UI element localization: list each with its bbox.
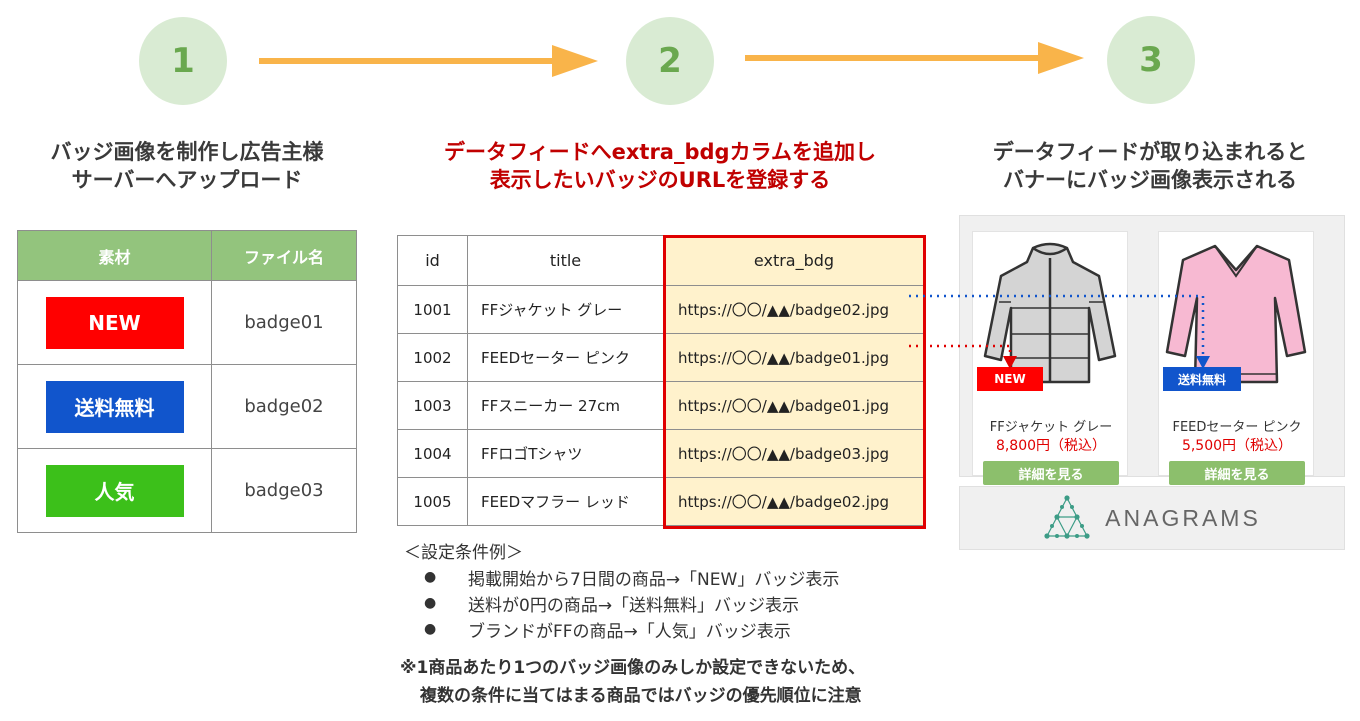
condition-text: 掲載開始から7日間の商品→「NEW」バッジ表示 — [468, 569, 840, 590]
banner-preview: NEW FFジャケット グレー 8,800円（税込） 詳細を見る 送料無料 FE… — [959, 215, 1345, 485]
title-cell: FEEDセーター ピンク — [467, 333, 664, 382]
filename-cell: badge02 — [211, 364, 357, 449]
conditions-heading: ＜設定条件例＞ — [404, 543, 523, 563]
step-3-circle: 3 — [1107, 16, 1195, 104]
sweater-icon — [1165, 244, 1307, 384]
step-1-title-line2: サーバーへアップロード — [71, 168, 303, 192]
title-cell: FFスニーカー 27cm — [467, 381, 664, 430]
conditions-list: ● 掲載開始から7日間の商品→「NEW」バッジ表示 ● 送料が0円の商品→「送料無料… — [424, 564, 839, 642]
condition-text: ブランドがFFの商品→「人気」バッジ表示 — [468, 621, 791, 642]
title-cell: FFロゴTシャツ — [467, 429, 664, 478]
table-row: 送料無料 badge02 — [17, 364, 357, 449]
step-3-title-line1: データフィードが取り込まれると — [992, 140, 1308, 164]
data-feed-table: id title extra_bdg 1001 FFジャケット グレー http… — [397, 235, 925, 526]
product-name: FFジャケット グレー — [989, 420, 1113, 435]
product-price: 5,500円（税込） — [1181, 438, 1293, 454]
connector-blue-arrowhead — [1196, 356, 1210, 369]
product-card-sweater[interactable]: 送料無料 FEEDセーター ピンク 5,500円（税込） 詳細を見る — [1158, 231, 1314, 485]
anagrams-logo-icon — [1044, 495, 1090, 539]
extra-bdg-cell: https://〇〇/▲▲/badge03.jpg — [663, 429, 925, 478]
step-2-title: データフィードへextra_bdgカラムを追加し 表示したいバッジのURLを登録… — [395, 138, 925, 194]
step-2-circle: 2 — [626, 17, 714, 105]
details-button[interactable]: 詳細を見る — [983, 461, 1119, 485]
product-card-jacket[interactable]: NEW FFジャケット グレー 8,800円（税込） 詳細を見る — [972, 231, 1128, 485]
list-item: ● 送料が0円の商品→「送料無料」バッジ表示 — [424, 590, 839, 616]
step-3-title-line2: バナーにバッジ画像表示される — [1003, 168, 1297, 192]
product-name: FEEDセーター ピンク — [1172, 420, 1302, 435]
extra-bdg-cell: https://〇〇/▲▲/badge01.jpg — [663, 333, 925, 382]
priority-note: ※1商品あたり1つのバッジ画像のみしか設定できないため、 複数の条件に当てはまる… — [400, 654, 865, 710]
card-badge-free-shipping: 送料無料 — [1163, 367, 1241, 391]
note-line2: 複数の条件に当てはまる商品ではバッジの優先順位に注意 — [420, 686, 862, 706]
product-price: 8,800円（税込） — [995, 438, 1107, 454]
table-row: NEW badge01 — [17, 280, 357, 365]
extra-bdg-cell: https://〇〇/▲▲/badge01.jpg — [663, 381, 925, 430]
badge-popular: 人気 — [45, 464, 184, 517]
connector-red — [909, 344, 1012, 360]
anagrams-logo: ANAGRAMS — [959, 486, 1345, 550]
table-row: 人気 badge03 — [17, 448, 357, 533]
connector-blue — [909, 294, 1205, 360]
table-row: 1005 FEEDマフラー レッド https://〇〇/▲▲/badge02.… — [397, 477, 925, 526]
badge-cell: 人気 — [17, 448, 212, 533]
badge-asset-table: 素材 ファイル名 NEW badge01 送料無料 badge02 人気 bad… — [17, 230, 357, 533]
step-1-title: バッジ画像を制作し広告主様 サーバーへアップロード — [17, 138, 357, 194]
table-row: 1004 FFロゴTシャツ https://〇〇/▲▲/badge03.jpg — [397, 429, 925, 478]
step-arrows — [259, 42, 1084, 77]
header-filename: ファイル名 — [211, 230, 357, 281]
bullet: ● — [424, 621, 437, 637]
step-1-title-line1: バッジ画像を制作し広告主様 — [50, 140, 324, 164]
filename-cell: badge03 — [211, 448, 357, 533]
step-1-circle: 1 — [139, 17, 227, 105]
step-2-title-line1: データフィードへextra_bdgカラムを追加し — [444, 140, 876, 164]
filename-cell: badge01 — [211, 280, 357, 365]
id-cell: 1002 — [397, 333, 468, 382]
details-button[interactable]: 詳細を見る — [1169, 461, 1305, 485]
card-badge-new: NEW — [977, 367, 1043, 391]
id-cell: 1005 — [397, 477, 468, 526]
table-row: 1003 FFスニーカー 27cm https://〇〇/▲▲/badge01.… — [397, 381, 925, 430]
title-cell: FFジャケット グレー — [467, 285, 664, 334]
list-item: ● 掲載開始から7日間の商品→「NEW」バッジ表示 — [424, 564, 839, 590]
bullet: ● — [424, 595, 437, 611]
table-row: 1002 FEEDセーター ピンク https://〇〇/▲▲/badge01.… — [397, 333, 925, 382]
badge-new: NEW — [45, 296, 184, 349]
step-2-title-line2: 表示したいバッジのURLを登録する — [489, 168, 831, 192]
header-extra-bdg: extra_bdg — [663, 235, 925, 286]
step-3-title: データフィードが取り込まれると バナーにバッジ画像表示される — [955, 138, 1345, 194]
header-asset: 素材 — [17, 230, 212, 281]
bullet: ● — [424, 569, 437, 585]
extra-bdg-cell: https://〇〇/▲▲/badge02.jpg — [663, 477, 925, 526]
logo-text: ANAGRAMS — [1105, 504, 1261, 531]
condition-text: 送料が0円の商品→「送料無料」バッジ表示 — [468, 595, 800, 616]
list-item: ● ブランドがFFの商品→「人気」バッジ表示 — [424, 616, 839, 642]
jacket-icon — [983, 242, 1117, 384]
badge-cell: NEW — [17, 280, 212, 365]
badge-free-shipping: 送料無料 — [45, 380, 184, 433]
connector-red-arrowhead — [1003, 356, 1017, 369]
header-id: id — [397, 235, 468, 286]
note-line1: ※1商品あたり1つのバッジ画像のみしか設定できないため、 — [400, 658, 866, 678]
badge-cell: 送料無料 — [17, 364, 212, 449]
